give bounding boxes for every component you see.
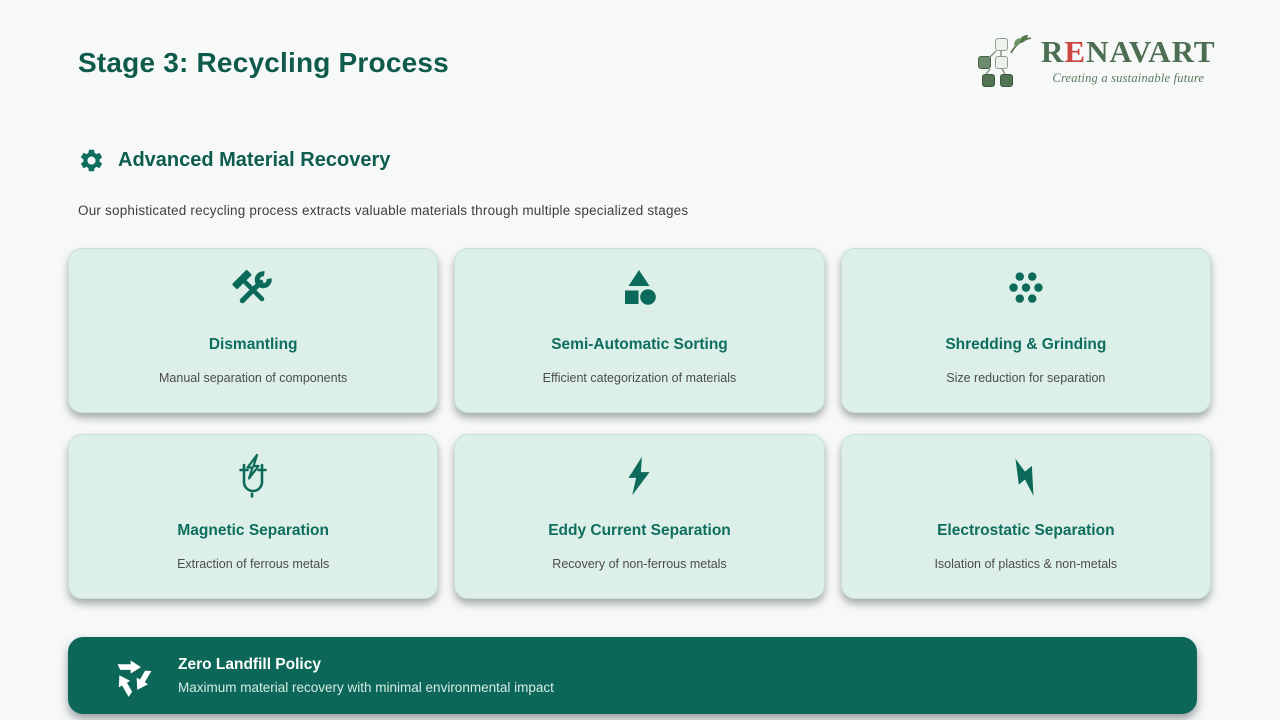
logo-block <box>982 74 995 87</box>
brand-tagline: Creating a sustainable future <box>1052 70 1205 85</box>
card-description: Extraction of ferrous metals <box>177 557 330 571</box>
card-description: Recovery of non-ferrous metals <box>552 557 727 571</box>
banner-title: Zero Landfill Policy <box>178 656 321 673</box>
brand-name: RENAVART <box>1041 34 1216 69</box>
card-description: Manual separation of components <box>159 371 348 385</box>
card-dismantling: Dismantling Manual separation of compone… <box>68 248 439 413</box>
magnet-icon <box>229 452 277 500</box>
brand-letters: NAVART <box>1086 34 1216 69</box>
section-subtitle: Our sophisticated recycling process extr… <box>78 203 689 218</box>
particles-icon <box>1002 266 1050 314</box>
card-electrostatic: Electrostatic Separation Isolation of pl… <box>840 434 1211 599</box>
logo-block <box>995 56 1008 69</box>
card-description: Size reduction for separation <box>946 371 1106 385</box>
card-description: Efficient categorization of materials <box>542 371 737 385</box>
card-shredding: Shredding & Grinding Size reduction for … <box>840 248 1211 413</box>
recycle-icon <box>117 660 152 697</box>
card-title: Dismantling <box>208 336 298 353</box>
shapes-icon <box>615 266 663 314</box>
brand-logo: RENAVART Creating a sustainable future <box>976 34 1216 94</box>
card-title: Electrostatic Separation <box>937 522 1115 539</box>
brand-letter-accent: E <box>1064 34 1087 69</box>
zap-icon <box>1002 452 1050 500</box>
card-title: Semi-Automatic Sorting <box>551 336 728 353</box>
page-title: Stage 3: Recycling Process <box>78 47 449 78</box>
card-magnetic: Magnetic Separation Extraction of ferrou… <box>68 434 439 599</box>
leaf-icon <box>1010 35 1032 54</box>
card-eddy-current: Eddy Current Separation Recovery of non-… <box>454 434 825 599</box>
logo-block <box>1000 74 1013 87</box>
card-title: Magnetic Separation <box>177 522 329 539</box>
banner-description: Maximum material recovery with minimal e… <box>178 680 554 695</box>
section-heading: Advanced Material Recovery <box>78 147 390 174</box>
zero-landfill-banner: Zero Landfill Policy Maximum material re… <box>68 637 1197 714</box>
logo-connector-lines <box>985 50 1006 75</box>
banner-text: Zero Landfill Policy Maximum material re… <box>178 656 554 695</box>
card-description: Isolation of plastics & non-metals <box>934 557 1118 571</box>
tools-icon <box>229 266 277 314</box>
logo-block <box>978 56 991 69</box>
brand-wordmark: RENAVART Creating a sustainable future <box>1041 34 1216 86</box>
section-title: Advanced Material Recovery <box>118 149 391 171</box>
brand-letter: R <box>1041 34 1065 69</box>
bolt-icon <box>615 452 663 500</box>
logo-block <box>995 38 1008 51</box>
gear-icon <box>80 149 103 172</box>
card-sorting: Semi-Automatic Sorting Efficient categor… <box>454 248 825 413</box>
card-title: Eddy Current Separation <box>548 522 731 539</box>
card-title: Shredding & Grinding <box>945 336 1107 353</box>
blocks-and-leaf-icon <box>976 35 1032 94</box>
process-card-grid: Dismantling Manual separation of compone… <box>68 248 1211 599</box>
